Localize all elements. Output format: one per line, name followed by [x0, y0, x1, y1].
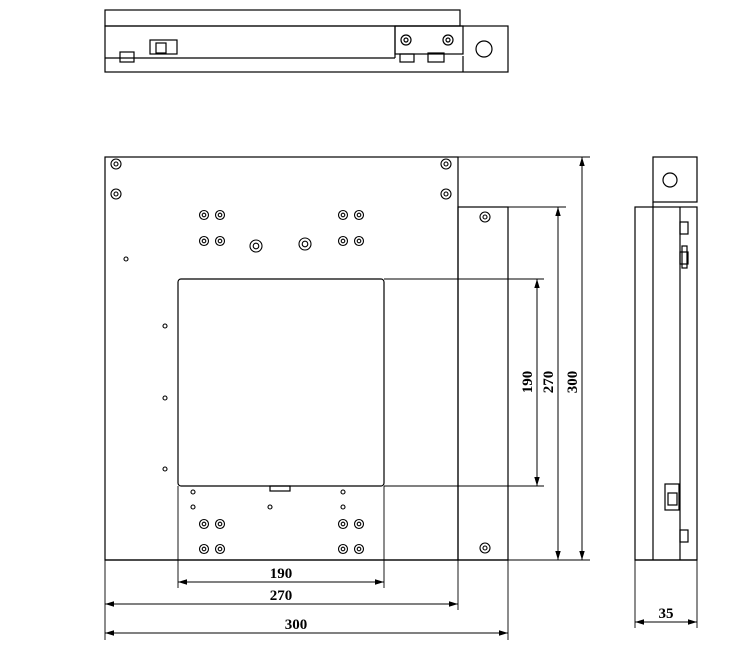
- side-view-hole-icon: [662, 172, 678, 188]
- dim-label-190-horizontal: 190: [270, 566, 293, 582]
- inner-window: [177, 278, 385, 487]
- corner-hole-icon: [440, 158, 452, 170]
- flange-hole-icon: [479, 542, 491, 554]
- flange-hole-icon: [479, 211, 491, 223]
- dim-label-300-horizontal: 300: [285, 617, 308, 633]
- top-view-hole-icon: [475, 40, 493, 58]
- dim-label-300-vertical: 300: [565, 371, 581, 394]
- corner-hole-icon: [440, 188, 452, 200]
- top-view: [104, 9, 509, 73]
- front-view: [104, 156, 509, 561]
- top-view-hole-icon: [400, 34, 412, 46]
- dimension-lines: [105, 157, 697, 636]
- dim-label-270-vertical: 270: [541, 371, 557, 394]
- top-view-hole-icon: [442, 34, 454, 46]
- side-flange: [457, 206, 509, 561]
- front-view-holes: [110, 158, 491, 555]
- corner-hole-icon: [110, 188, 122, 200]
- outer-plate: [104, 156, 459, 561]
- dim-label-35: 35: [659, 606, 674, 622]
- dim-label-270-horizontal: 270: [270, 588, 293, 604]
- extension-lines: [104, 156, 698, 640]
- side-view: [634, 156, 698, 561]
- corner-hole-icon: [110, 158, 122, 170]
- dim-label-190-vertical: 190: [520, 371, 536, 394]
